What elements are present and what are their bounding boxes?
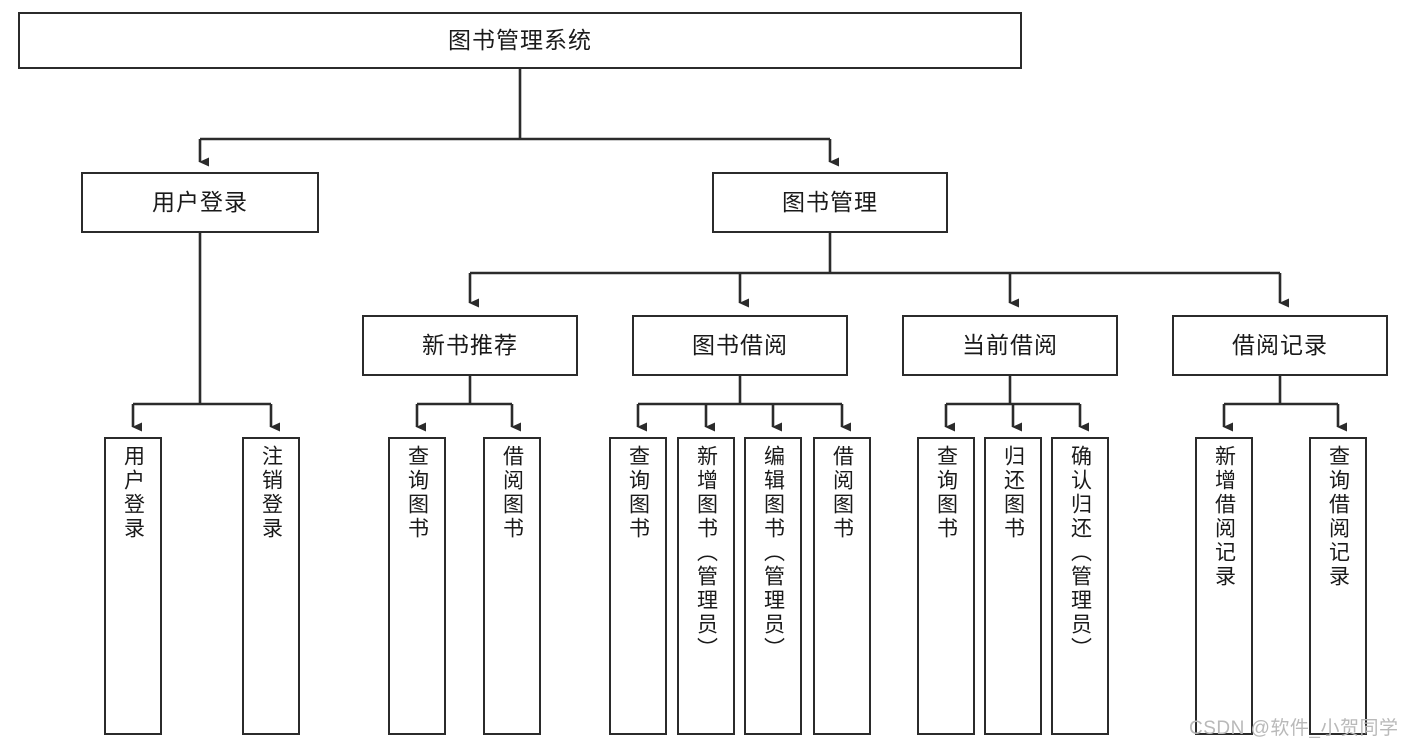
node-user-login-label: 用户登录 bbox=[152, 188, 248, 215]
node-book-borrow[interactable]: 图书借阅 bbox=[632, 315, 848, 376]
node-book-management[interactable]: 图书管理 bbox=[712, 172, 948, 233]
leaf-logout[interactable]: 注销登录 bbox=[242, 437, 300, 735]
leaf-add-book-label: 新增图书（管理员） bbox=[694, 445, 718, 661]
node-user-login[interactable]: 用户登录 bbox=[81, 172, 319, 233]
leaf-logout-label: 注销登录 bbox=[259, 445, 283, 541]
node-new-book-recommend-label: 新书推荐 bbox=[422, 331, 518, 358]
leaf-query-book-1-label: 查询图书 bbox=[405, 445, 429, 541]
node-new-book-recommend[interactable]: 新书推荐 bbox=[362, 315, 578, 376]
leaf-query-book-3-label: 查询图书 bbox=[934, 445, 958, 541]
leaf-add-record-label: 新增借阅记录 bbox=[1212, 445, 1236, 589]
leaf-query-book-1[interactable]: 查询图书 bbox=[388, 437, 446, 735]
node-borrow-record[interactable]: 借阅记录 bbox=[1172, 315, 1388, 376]
leaf-confirm-return-label: 确认归还（管理员） bbox=[1068, 445, 1092, 661]
leaf-edit-book-label: 编辑图书（管理员） bbox=[761, 445, 785, 661]
leaf-query-record-label: 查询借阅记录 bbox=[1326, 445, 1350, 589]
node-current-borrow[interactable]: 当前借阅 bbox=[902, 315, 1118, 376]
node-root-label: 图书管理系统 bbox=[448, 26, 592, 53]
leaf-return-book-label: 归还图书 bbox=[1001, 445, 1025, 541]
leaf-edit-book[interactable]: 编辑图书（管理员） bbox=[744, 437, 802, 735]
leaf-query-book-3[interactable]: 查询图书 bbox=[917, 437, 975, 735]
leaf-borrow-book-1-label: 借阅图书 bbox=[500, 445, 524, 541]
leaf-user-login[interactable]: 用户登录 bbox=[104, 437, 162, 735]
node-book-management-label: 图书管理 bbox=[782, 188, 878, 215]
leaf-user-login-label: 用户登录 bbox=[121, 445, 145, 541]
leaf-query-book-2[interactable]: 查询图书 bbox=[609, 437, 667, 735]
leaf-confirm-return[interactable]: 确认归还（管理员） bbox=[1051, 437, 1109, 735]
node-borrow-record-label: 借阅记录 bbox=[1232, 331, 1328, 358]
leaf-borrow-book-2-label: 借阅图书 bbox=[830, 445, 854, 541]
leaf-borrow-book-1[interactable]: 借阅图书 bbox=[483, 437, 541, 735]
node-current-borrow-label: 当前借阅 bbox=[962, 331, 1058, 358]
leaf-add-book[interactable]: 新增图书（管理员） bbox=[677, 437, 735, 735]
node-root[interactable]: 图书管理系统 bbox=[18, 12, 1022, 69]
leaf-query-record[interactable]: 查询借阅记录 bbox=[1309, 437, 1367, 735]
leaf-query-book-2-label: 查询图书 bbox=[626, 445, 650, 541]
leaf-borrow-book-2[interactable]: 借阅图书 bbox=[813, 437, 871, 735]
leaf-add-record[interactable]: 新增借阅记录 bbox=[1195, 437, 1253, 735]
leaf-return-book[interactable]: 归还图书 bbox=[984, 437, 1042, 735]
csdn-watermark: CSDN @软件_小贺同学 bbox=[1189, 718, 1399, 739]
node-book-borrow-label: 图书借阅 bbox=[692, 331, 788, 358]
